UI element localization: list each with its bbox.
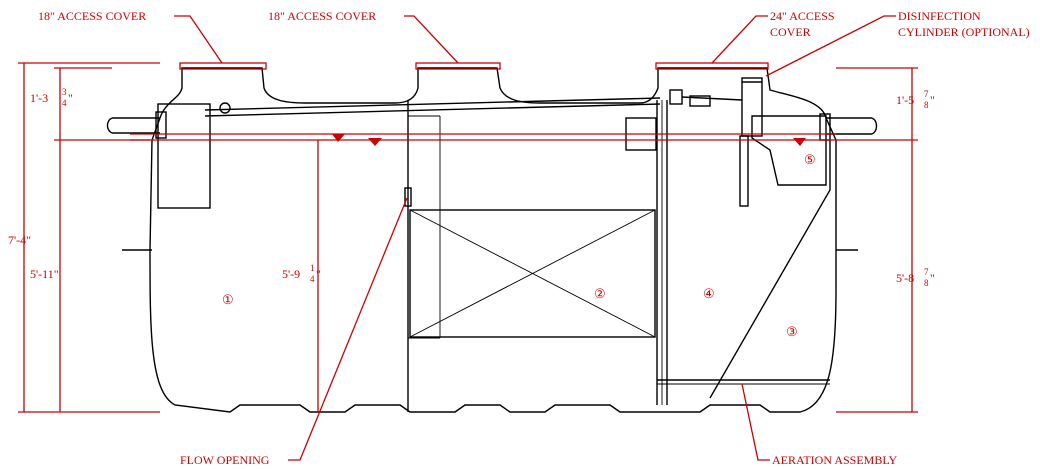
dim-mid-invert: 5'-9 1 4 ": [282, 263, 321, 284]
compartment-4: ④: [703, 286, 715, 301]
svg-text:8: 8: [924, 100, 929, 110]
label-access-cover-left: 18" ACCESS COVER: [38, 9, 146, 23]
svg-text:7: 7: [924, 89, 929, 99]
dim-inlet-invert: 5'-11": [30, 267, 59, 281]
svg-text:8: 8: [924, 278, 929, 288]
compartment-2: ②: [594, 286, 606, 301]
outlet-pipe: [819, 113, 878, 141]
inlet-fitting: [219, 102, 231, 114]
svg-text:4: 4: [310, 274, 315, 284]
dim-overall-height: 7'-4": [8, 233, 31, 247]
svg-text:1: 1: [310, 263, 315, 273]
compartment-3: ③: [786, 324, 798, 339]
svg-text:7: 7: [924, 267, 929, 277]
svg-text:": ": [930, 271, 935, 285]
svg-text:": ": [316, 267, 321, 281]
compartment-1: ①: [222, 292, 234, 307]
compartment-5: ⑤: [804, 152, 816, 167]
clarifier-walls: [625, 100, 831, 405]
inlet-pipe: [106, 111, 167, 139]
water-level-marker-3: [793, 138, 806, 146]
water-level-marker-1: [332, 134, 345, 142]
left-dimensions: [18, 62, 319, 413]
dim-outlet-top: 1'-5 7 8 ": [896, 89, 935, 110]
label-disinfection-1: DISINFECTION: [898, 9, 981, 23]
svg-text:4: 4: [62, 98, 67, 108]
label-disinfection-2: CYLINDER (OPTIONAL): [898, 25, 1030, 39]
tank-body: [122, 67, 858, 413]
svg-text:": ": [930, 93, 935, 107]
right-dimensions: [836, 67, 918, 413]
water-level-marker-2: [368, 138, 382, 146]
label-aeration-assembly: AERATION ASSEMBLY: [772, 453, 897, 467]
svg-text:5'-8: 5'-8: [896, 271, 914, 285]
dim-outlet-invert: 5'-8 7 8 ": [896, 267, 935, 288]
disinfection-cylinder: [669, 77, 827, 207]
inlet-baffle: [157, 103, 211, 209]
label-access-cover-middle: 18" ACCESS COVER: [268, 9, 376, 23]
svg-text:": ": [68, 91, 73, 105]
air-line: [204, 97, 661, 117]
svg-text:5'-9: 5'-9: [282, 267, 300, 281]
label-flow-opening: FLOW OPENING: [180, 453, 270, 467]
label-access-cover-right-1: 24" ACCESS: [770, 9, 835, 23]
flow-opening-slot: [404, 187, 412, 207]
access-cover-left: [179, 62, 267, 70]
svg-text:3: 3: [62, 87, 67, 97]
svg-text:1'-3: 1'-3: [30, 91, 48, 105]
label-access-cover-right-2: COVER: [770, 25, 811, 39]
dim-inlet-top: 1'-3 3 4 ": [30, 87, 73, 108]
svg-text:1'-5: 1'-5: [896, 93, 914, 107]
media-box: [409, 209, 656, 338]
